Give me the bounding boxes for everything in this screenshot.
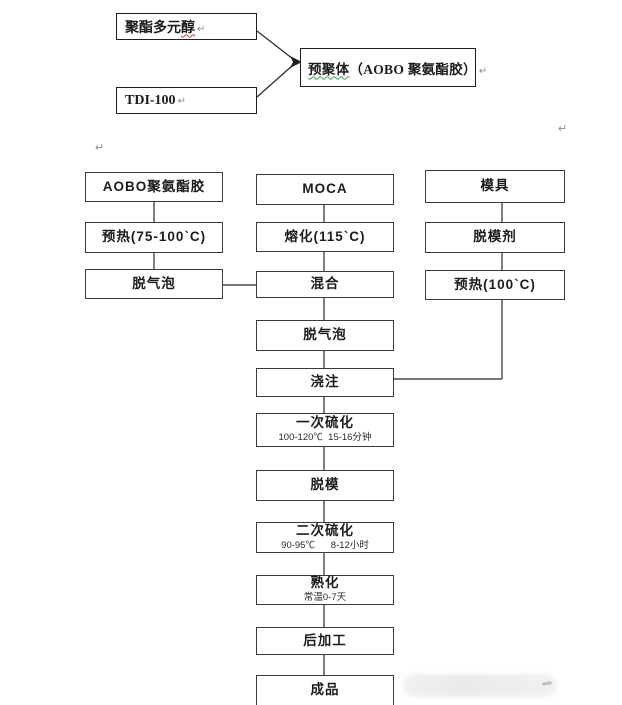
box-label: 脱气泡 [303,327,347,343]
box-label: 混合 [310,276,340,292]
box-label: 一次硫化 [296,415,354,431]
pilcrow-mark: ↵ [558,123,568,135]
box-degas-left: 脱气泡 [85,269,223,299]
box-label: 预热(75-100`C) [101,229,207,245]
box-primary-cure: 一次硫化 100-120℃ 15-16分钟 [256,413,394,447]
pilcrow-mark: ↵ [95,142,105,154]
box-degas-mid: 脱气泡 [256,320,394,351]
watermark-blur [403,674,557,697]
box-mix: 混合 [256,271,394,298]
pilcrow-mark: ↵ [478,65,488,77]
box-label: MOCA [302,181,348,197]
box-label: 二次硫化 [296,522,354,538]
box-label: 熟化 [310,575,340,591]
box-demold: 脱模 [256,470,394,501]
box-mature: 熟化 常温0-7天 [256,575,394,605]
box-label: 模具 [480,178,510,194]
box-post-process: 后加工 [256,627,394,655]
box-prepolymer: 预聚体（AOBO 聚氨酯胶）↵ [300,48,487,87]
box-label: 预热(100`C) [454,276,536,292]
box-secondary-cure: 二次硫化 90-95℃ 8-12小时 [256,522,394,553]
pilcrow-mark: ↵ [177,95,186,107]
box-label: 脱模 [310,477,340,493]
pilcrow-mark: ↵ [197,23,206,35]
box-preheat-left: 预热(75-100`C) [85,222,223,253]
arrow-line-polyol [256,30,294,60]
box-tdi-100: TDI-100↵ [116,87,257,114]
arrow-line-tdi [256,64,294,98]
box-sublabel: 常温0-7天 [303,592,347,604]
box-release-agent: 脱模剂 [425,222,565,253]
box-label: 脱气泡 [132,275,176,291]
box-preheat-right: 预热(100`C) [425,270,565,300]
box-mold: 模具 [425,170,565,203]
box-moca: MOCA [256,174,394,205]
box-label: 脱模剂 [473,229,517,245]
box-product: 成品 [256,675,394,705]
box-label: 成品 [310,682,340,698]
box-label: AOBO聚氨酯胶 [102,178,206,194]
box-label: 后加工 [303,632,347,648]
box-polyester-polyol: 聚酯多元醇↵ [116,13,257,40]
box-label: 聚酯多元醇↵ [125,20,206,36]
box-label: TDI-100↵ [125,92,186,108]
box-sublabel: 90-95℃ 8-12小时 [281,539,369,551]
box-label: 浇注 [310,374,340,390]
box-pour: 浇注 [256,368,394,397]
box-label: 熔化(115`C) [284,228,366,244]
box-label: 预聚体（AOBO 聚氨酯胶）↵ [308,61,488,77]
box-melt: 熔化(115`C) [256,222,394,252]
box-sublabel: 100-120℃ 15-16分钟 [278,432,372,444]
box-aobo-glue: AOBO聚氨酯胶 [85,172,223,202]
